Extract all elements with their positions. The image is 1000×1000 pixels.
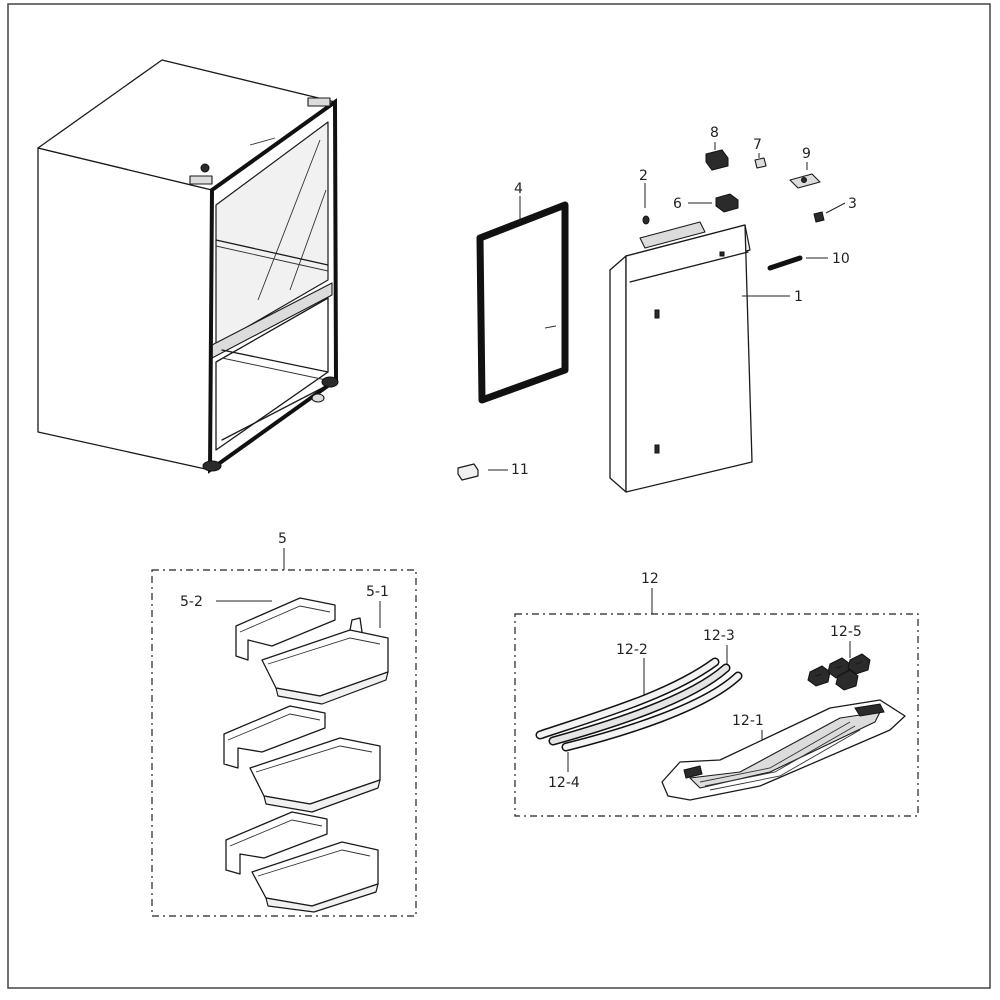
group-12-box bbox=[514, 613, 919, 817]
callout-12-2: 12-2 bbox=[616, 642, 648, 658]
callout-2: 2 bbox=[639, 168, 648, 184]
callout-12-4: 12-4 bbox=[548, 775, 580, 791]
part-9-screw-hole bbox=[801, 177, 807, 183]
handle-top-cap bbox=[854, 703, 885, 717]
bin-guard-2-rim bbox=[227, 713, 321, 741]
bin-guard-3 bbox=[225, 811, 328, 875]
door-screw-hole bbox=[719, 251, 725, 257]
refrigerator-cabinet bbox=[37, 59, 339, 474]
outer-frame bbox=[7, 3, 991, 989]
top-hinge bbox=[189, 175, 213, 185]
part-2-pin bbox=[642, 215, 650, 225]
bin-guard-rim bbox=[239, 605, 331, 633]
door-cap-line bbox=[629, 251, 749, 283]
door-handle-12-1 bbox=[661, 699, 906, 801]
cabinet-side-panel bbox=[37, 147, 213, 471]
leveling-foot-rear bbox=[321, 376, 339, 388]
trim-strip-12-3 bbox=[550, 665, 729, 744]
trim-strip-12-4 bbox=[563, 673, 741, 750]
callout-9: 9 bbox=[802, 146, 811, 162]
bin-guard-5-2 bbox=[235, 597, 336, 661]
door-front-panel bbox=[625, 224, 753, 493]
handle-ribs bbox=[699, 721, 861, 791]
interior-shelf bbox=[215, 239, 329, 266]
refrigerator-door bbox=[609, 221, 753, 493]
bin-5-1-rim bbox=[267, 637, 381, 665]
door-bracket-lower bbox=[654, 444, 660, 454]
handle-grip bbox=[689, 711, 881, 789]
bin-3-rim bbox=[257, 849, 371, 877]
callout-4: 4 bbox=[514, 181, 523, 197]
freezer-rail bbox=[221, 349, 329, 373]
callout-1: 1 bbox=[794, 289, 803, 305]
bin-2-base bbox=[263, 779, 381, 813]
leader-3 bbox=[825, 202, 846, 214]
trim-strip-12-2 bbox=[537, 659, 718, 738]
top-vent bbox=[249, 137, 276, 146]
callout-12: 12 bbox=[641, 571, 659, 587]
top-hinge-screw bbox=[200, 163, 210, 173]
leveling-foot-side bbox=[311, 393, 325, 403]
clip-highlights bbox=[814, 661, 863, 677]
callout-7: 7 bbox=[753, 137, 762, 153]
callout-5-1: 5-1 bbox=[366, 584, 389, 600]
callout-8: 8 bbox=[710, 125, 719, 141]
part-10-hinge-pin bbox=[767, 255, 803, 271]
door-hinge-cover bbox=[639, 221, 706, 249]
part-7-screw bbox=[754, 157, 767, 169]
freezer-rail-edge bbox=[221, 357, 327, 381]
bin-5-1-tab bbox=[349, 617, 363, 633]
door-bin-set-2 bbox=[223, 705, 381, 813]
callout-5: 5 bbox=[278, 531, 287, 547]
callout-11: 11 bbox=[511, 462, 529, 478]
bin-2-rim bbox=[255, 745, 373, 773]
glass-reflection bbox=[257, 139, 327, 301]
leveling-foot-front bbox=[202, 460, 222, 472]
door-side-edge bbox=[609, 255, 627, 493]
callout-3: 3 bbox=[848, 196, 857, 212]
clip-4 bbox=[835, 669, 859, 691]
freezer-bottom-edge bbox=[221, 384, 329, 441]
door-bin-set-3 bbox=[225, 811, 379, 913]
bin-guard-3-rim bbox=[229, 819, 323, 847]
interior-shelf-edge bbox=[215, 245, 329, 272]
callout-12-3: 12-3 bbox=[703, 628, 735, 644]
bin-5-1-base bbox=[275, 671, 389, 705]
door-gasket bbox=[476, 201, 569, 404]
clip-3 bbox=[847, 653, 871, 675]
fresh-food-compartment bbox=[215, 121, 329, 346]
clip-1 bbox=[807, 665, 831, 687]
door-bracket-upper bbox=[654, 309, 660, 319]
callout-10: 10 bbox=[832, 251, 850, 267]
group-5-box bbox=[151, 569, 417, 917]
part-8-hinge-cap bbox=[705, 149, 729, 171]
callout-5-2: 5-2 bbox=[180, 594, 203, 610]
part-3-bushing bbox=[813, 211, 825, 223]
top-hinge-right bbox=[307, 97, 331, 107]
part-11-cap bbox=[457, 463, 479, 481]
callout-12-5: 12-5 bbox=[830, 624, 862, 640]
handle-clips-12-5 bbox=[807, 653, 871, 691]
callout-12-1: 12-1 bbox=[732, 713, 764, 729]
callout-6: 6 bbox=[673, 196, 682, 212]
handle-trim-strips bbox=[535, 657, 743, 752]
gasket-outer bbox=[476, 201, 569, 404]
handle-end-cap bbox=[683, 765, 703, 779]
door-bin-set-1 bbox=[235, 597, 389, 705]
bin-guard-2 bbox=[223, 705, 326, 769]
part-6-hinge-block bbox=[715, 193, 739, 213]
bin-3-base bbox=[265, 883, 379, 913]
gasket-mark bbox=[544, 325, 557, 329]
